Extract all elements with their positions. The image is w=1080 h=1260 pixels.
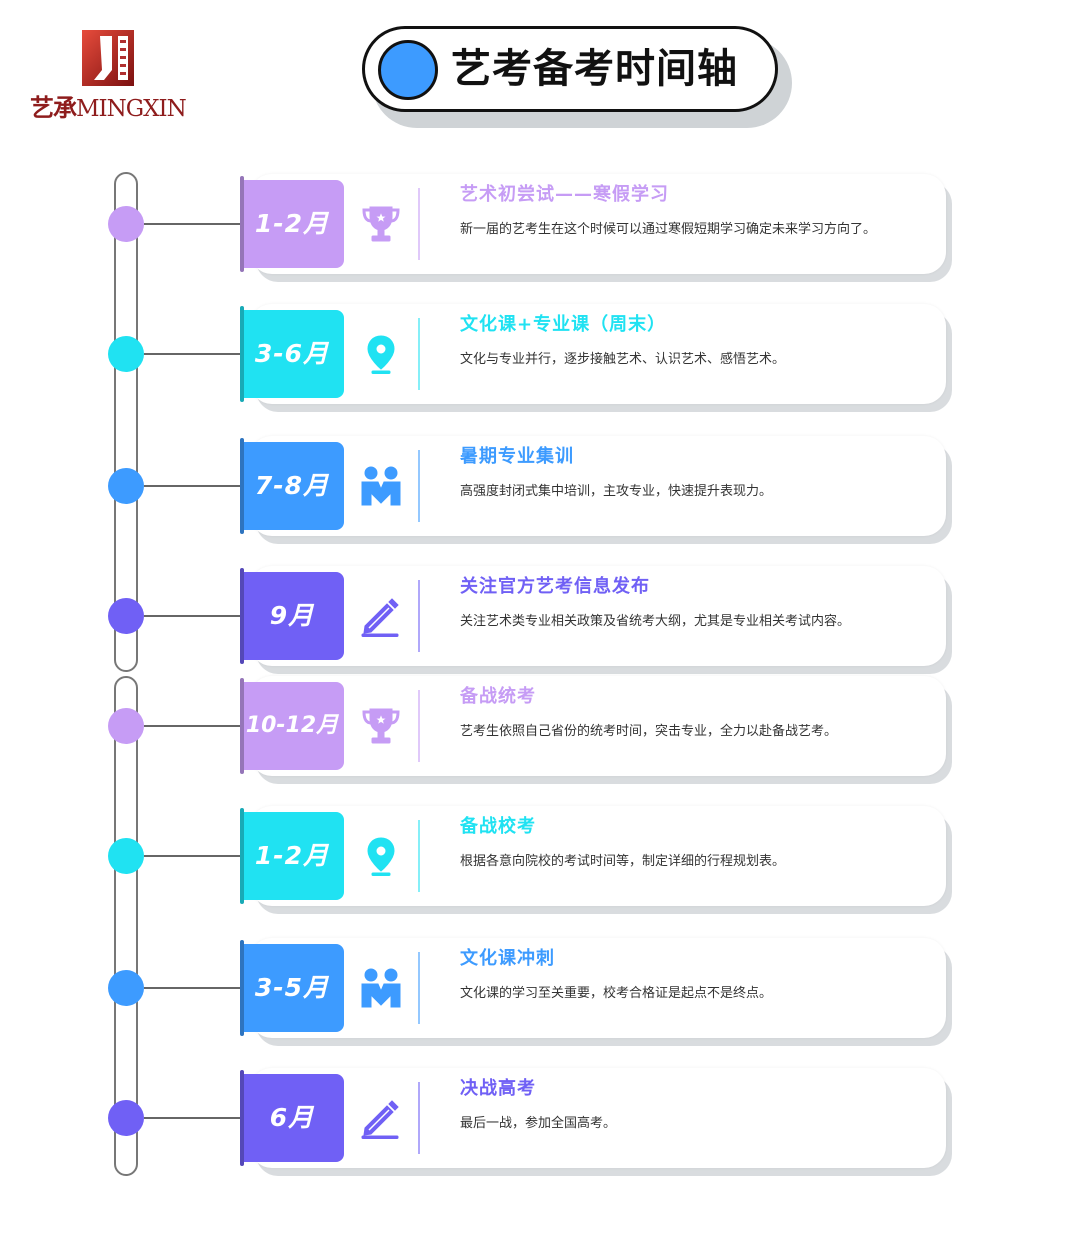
- month-badge-edge: [240, 678, 244, 774]
- item-description: 新一届的艺考生在这个时候可以通过寒假短期学习确定未来学习方向了。: [460, 222, 877, 237]
- pencil-icon: [361, 1100, 399, 1139]
- timeline-card: [250, 304, 946, 404]
- item-description: 文化与专业并行，逐步接触艺术、认识艺术、感悟艺术。: [460, 352, 786, 367]
- logo-text: 艺承MINGXIN: [30, 88, 190, 123]
- timeline-dot: [108, 838, 144, 874]
- timeline-dot: [108, 468, 144, 504]
- connector-line: [144, 725, 244, 727]
- logo-mark-icon: [82, 30, 134, 86]
- card-divider: [418, 188, 420, 260]
- trophy-icon: [362, 205, 400, 243]
- month-badge-edge: [240, 940, 244, 1036]
- card-divider: [418, 318, 420, 390]
- title-dot-icon: [378, 40, 438, 100]
- map-pin-icon: [367, 335, 395, 374]
- timeline-card: [250, 1068, 946, 1168]
- logo-en: MINGXIN: [76, 96, 187, 122]
- item-description: 文化课的学习至关重要，校考合格证是起点不是终点。: [460, 986, 773, 1001]
- month-badge-edge: [240, 306, 244, 402]
- item-title: 文化课+专业课（周末）: [460, 314, 667, 335]
- month-badge: 1-2月: [240, 176, 344, 272]
- card-divider: [418, 1082, 420, 1154]
- month-badge: 3-6月: [240, 306, 344, 402]
- month-label: 1-2月: [254, 841, 330, 870]
- month-badge-edge: [240, 568, 244, 664]
- month-label: 3-5月: [254, 973, 330, 1002]
- people-icon: [361, 968, 401, 1008]
- brand-logo: 艺承MINGXIN: [30, 30, 190, 123]
- pencil-icon: [361, 598, 399, 637]
- connector-line: [144, 485, 244, 487]
- item-title: 艺术初尝试——寒假学习: [460, 184, 669, 205]
- card-divider: [418, 690, 420, 762]
- month-label: 6月: [269, 1103, 315, 1132]
- card-divider: [418, 820, 420, 892]
- connector-line: [144, 223, 244, 225]
- month-badge: 1-2月: [240, 808, 344, 904]
- item-description: 艺考生依照自己省份的统考时间，突击专业，全力以赴备战艺考。: [460, 724, 838, 739]
- month-badge-edge: [240, 808, 244, 904]
- connector-line: [144, 855, 244, 857]
- month-label: 10-12月: [245, 713, 339, 738]
- month-label: 9月: [269, 601, 315, 630]
- month-badge: 6月: [240, 1070, 344, 1166]
- timeline-dot: [108, 970, 144, 1006]
- timeline-dot: [108, 336, 144, 372]
- card-divider: [418, 952, 420, 1024]
- timeline-dot: [108, 206, 144, 242]
- month-label: 3-6月: [254, 339, 330, 368]
- item-title: 关注官方艺考信息发布: [460, 576, 650, 597]
- title-pill: 艺考备考时间轴: [362, 26, 778, 112]
- month-badge-edge: [240, 176, 244, 272]
- item-title: 备战校考: [460, 816, 536, 837]
- item-description: 关注艺术类专业相关政策及省统考大纲，尤其是专业相关考试内容。: [460, 614, 851, 629]
- connector-line: [144, 353, 244, 355]
- timeline-card: [250, 566, 946, 666]
- month-badge: 9月: [240, 568, 344, 664]
- month-badge: 3-5月: [240, 940, 344, 1036]
- month-badge: 10-12月: [240, 678, 344, 774]
- month-label: 7-8月: [254, 471, 330, 500]
- trophy-icon: [362, 707, 400, 745]
- item-description: 根据各意向院校的考试时间等，制定详细的行程规划表。: [460, 854, 786, 869]
- timeline-dot: [108, 708, 144, 744]
- connector-line: [144, 1117, 244, 1119]
- item-description: 最后一战，参加全国高考。: [460, 1116, 617, 1131]
- page-title: 艺考备考时间轴: [451, 46, 738, 92]
- logo-cn: 艺承: [30, 93, 77, 122]
- item-description: 高强度封闭式集中培训，主攻专业，快速提升表现力。: [460, 484, 773, 499]
- timeline-dot: [108, 598, 144, 634]
- connector-line: [144, 987, 244, 989]
- month-badge: 7-8月: [240, 438, 344, 534]
- card-divider: [418, 580, 420, 652]
- timeline-card: [250, 174, 946, 274]
- timeline-rail-top: [114, 172, 138, 672]
- map-pin-icon: [367, 837, 395, 876]
- month-badge-edge: [240, 1070, 244, 1166]
- month-label: 1-2月: [254, 209, 330, 238]
- timeline-dot: [108, 1100, 144, 1136]
- timeline-rail-bottom: [114, 676, 138, 1176]
- people-icon: [361, 466, 401, 506]
- item-title: 暑期专业集训: [460, 446, 574, 467]
- month-badge-edge: [240, 438, 244, 534]
- item-title: 备战统考: [460, 686, 536, 707]
- item-title: 决战高考: [460, 1078, 536, 1099]
- connector-line: [144, 615, 244, 617]
- card-divider: [418, 450, 420, 522]
- timeline-card: [250, 676, 946, 776]
- timeline-card: [250, 806, 946, 906]
- item-title: 文化课冲刺: [460, 948, 555, 969]
